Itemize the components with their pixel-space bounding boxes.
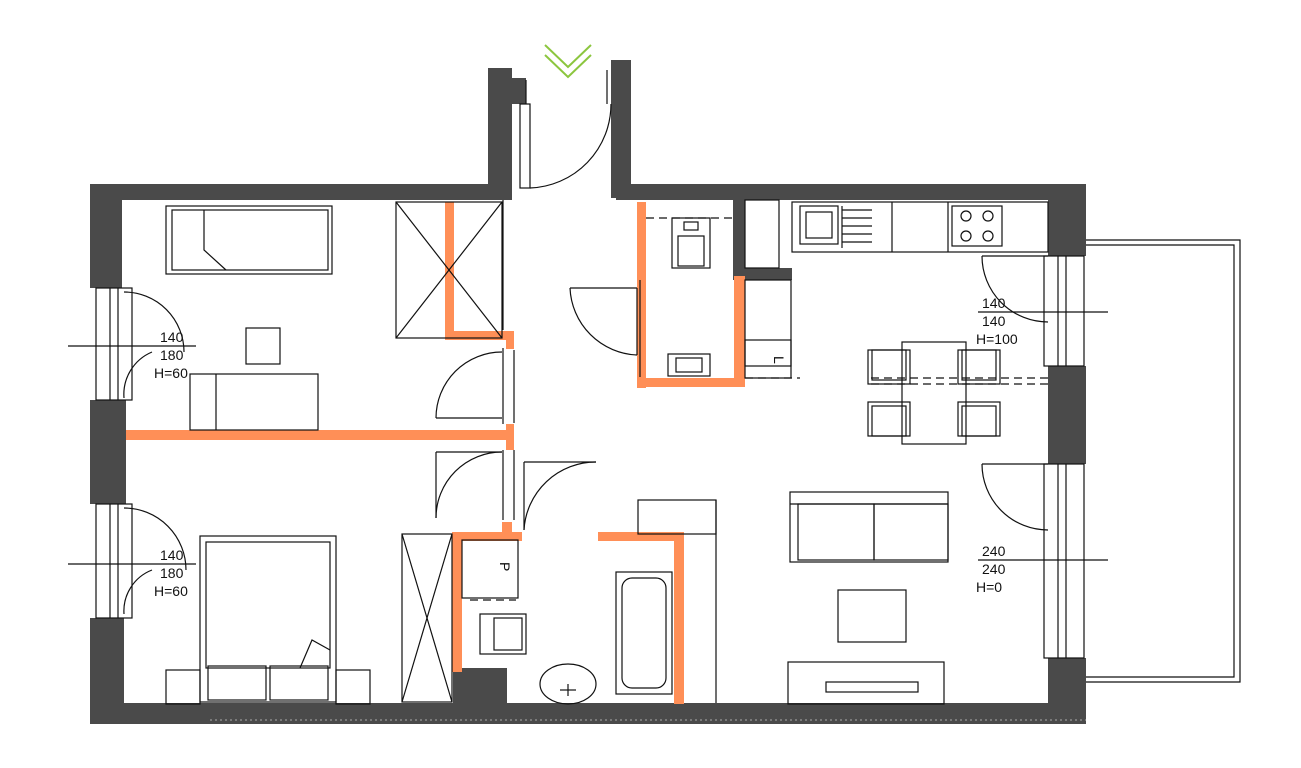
window-width: 140 <box>982 295 1006 311</box>
nightstand-right <box>335 669 371 705</box>
bathtub <box>615 571 673 695</box>
bathroom-sink <box>539 663 597 705</box>
chevron-double-down-icon <box>544 44 592 79</box>
double-bed <box>199 535 337 703</box>
entrance-door-swing <box>529 103 612 189</box>
balcony <box>1085 239 1241 683</box>
living-window-swing <box>981 255 1049 323</box>
wc-toilet <box>671 217 711 269</box>
bathroom-toilet <box>479 613 527 655</box>
dining-chair <box>867 349 911 385</box>
desk-chair <box>245 327 281 365</box>
kitchen-sink <box>799 205 839 245</box>
window-width: 140 <box>160 547 184 563</box>
window-height: 140 <box>982 313 1006 329</box>
dining-table <box>901 341 967 445</box>
exterior-walls <box>90 60 1086 724</box>
kitchen-counter <box>791 201 1049 253</box>
tv-unit <box>787 661 945 705</box>
wc-door-swing <box>569 287 638 356</box>
entrance-door-leaf <box>519 103 531 189</box>
window-label-bedroom-top: 140 180 H=60 <box>154 329 188 381</box>
wc-sink <box>667 353 711 377</box>
cooktop <box>951 205 1003 247</box>
wardrobe-bottom <box>401 533 453 703</box>
window-label-living: 140 140 H=100 <box>976 295 1018 347</box>
washing-machine <box>461 539 519 599</box>
single-bed <box>165 205 333 275</box>
wardrobe-top <box>395 201 503 339</box>
bathroom-door-swing <box>523 461 597 531</box>
window-label-bedroom-bottom: 140 180 H=60 <box>154 547 188 599</box>
bedroom-top-door-swing <box>435 351 503 419</box>
dining-chair <box>957 401 1001 437</box>
nightstand-left <box>165 669 201 705</box>
dining-chair <box>867 401 911 437</box>
furniture <box>165 199 1049 705</box>
window-height: 240 <box>982 561 1006 577</box>
window-height: 180 <box>160 347 184 363</box>
window-sill: H=60 <box>154 583 188 599</box>
window-width: 140 <box>160 329 184 345</box>
radiator-label-l: L <box>771 356 787 364</box>
desk <box>189 373 319 431</box>
dining-chair <box>957 349 1001 385</box>
sofa <box>789 491 949 563</box>
windows <box>68 255 1108 659</box>
window-sill: H=0 <box>976 579 1002 595</box>
coffee-table <box>837 589 907 643</box>
window-sill: H=60 <box>154 365 188 381</box>
doors <box>435 70 1049 531</box>
bedroom-bottom-door-swing <box>435 451 503 519</box>
interior-lines <box>210 200 1086 721</box>
balcony-door-swing <box>981 463 1049 531</box>
window-height: 180 <box>160 565 184 581</box>
window-sill: H=100 <box>976 331 1018 347</box>
window-width: 240 <box>982 543 1006 559</box>
window-label-balcony: 240 240 H=0 <box>976 543 1006 595</box>
radiator-label-p: P <box>497 562 513 571</box>
